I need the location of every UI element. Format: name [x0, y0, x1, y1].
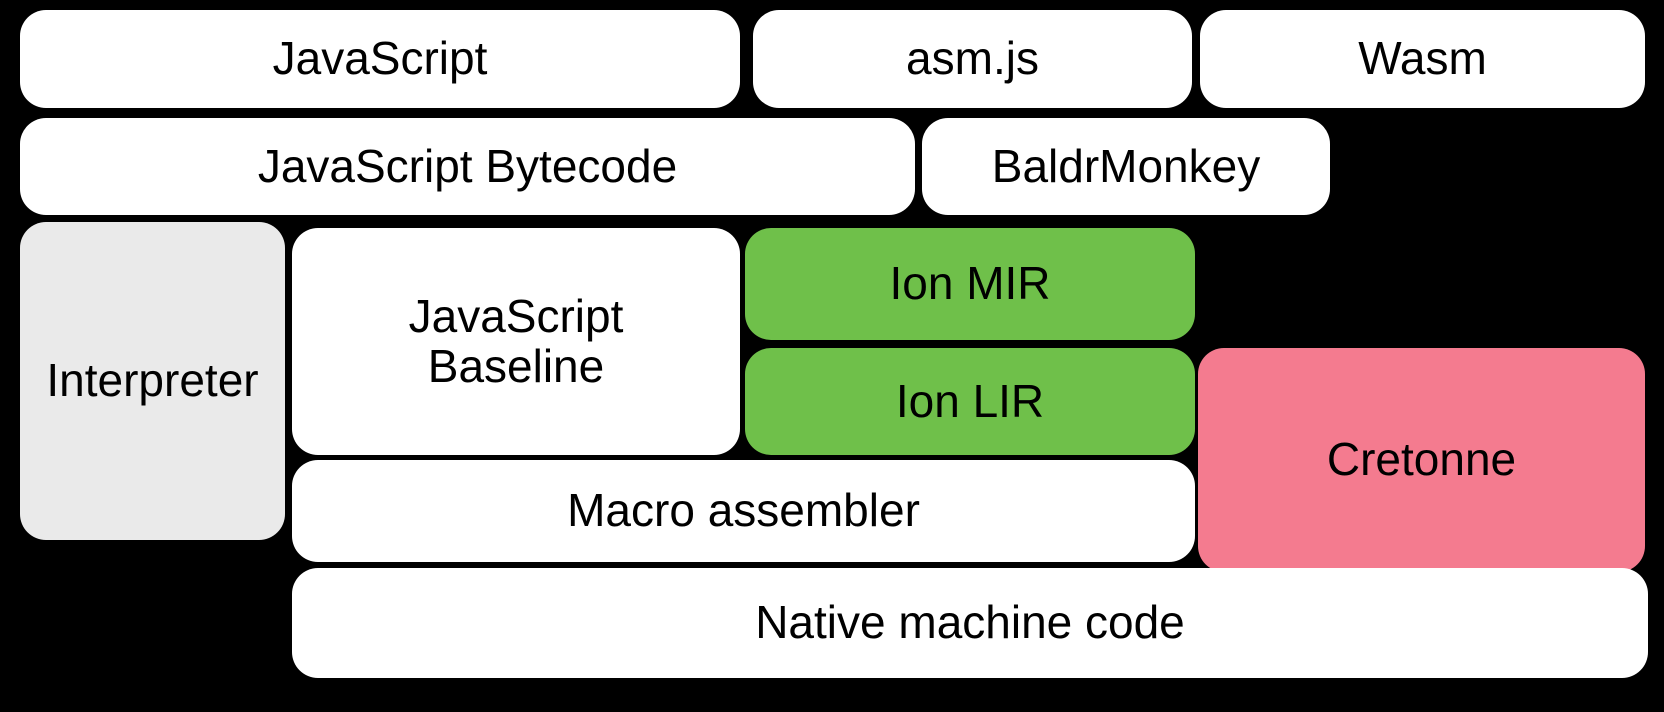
- node-javascript-bytecode: JavaScript Bytecode: [20, 118, 915, 215]
- node-ion-lir: Ion LIR: [745, 348, 1195, 455]
- node-ion-mir: Ion MIR: [745, 228, 1195, 340]
- node-baldrmonkey: BaldrMonkey: [922, 118, 1330, 215]
- node-javascript: JavaScript: [20, 10, 740, 108]
- node-cretonne: Cretonne: [1198, 348, 1645, 572]
- node-javascript-baseline: JavaScript Baseline: [292, 228, 740, 455]
- node-interpreter: Interpreter: [20, 222, 285, 540]
- node-native-machine-code: Native machine code: [292, 568, 1648, 678]
- node-macro-assembler: Macro assembler: [292, 460, 1195, 562]
- node-wasm: Wasm: [1200, 10, 1645, 108]
- node-asm-js: asm.js: [753, 10, 1192, 108]
